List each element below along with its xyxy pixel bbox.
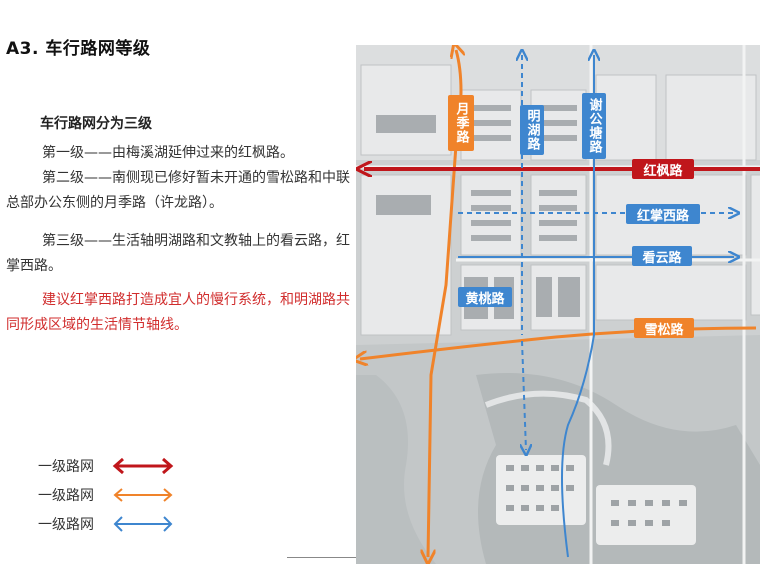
paragraph-level-2: 第二级——南侧现已修好暂未开通的雪松路和中联总部办公东侧的月季路（许龙路）。: [6, 170, 350, 211]
legend-label: 一级路网: [38, 517, 94, 533]
section-subheading: 车行路网分为三级: [40, 116, 152, 132]
legend-label: 一级路网: [38, 488, 94, 504]
road-label-huangtao: 黄桃路: [458, 287, 512, 307]
road-label-yueji: 月季路: [448, 95, 474, 151]
red-double-arrow-icon: [112, 457, 174, 475]
paragraph-level-1: 第一级——由梅溪湖延伸过来的红枫路。: [42, 145, 294, 161]
legend-item-blue: 一级路网: [38, 513, 176, 535]
orange-double-arrow-icon: [113, 488, 173, 502]
legend-label: 一级路网: [38, 459, 94, 475]
road-label-kanyun: 看云路: [632, 246, 692, 266]
legend-item-red: 一级路网: [38, 455, 176, 477]
divider-line: [287, 557, 359, 558]
blue-double-arrow-icon: [113, 516, 173, 532]
paragraph-suggestion: 建议红掌西路打造成宜人的慢行系统，和明湖路共同形成区域的生活情节轴线。: [6, 292, 350, 333]
legend-item-orange: 一级路网: [38, 484, 176, 506]
road-label-xiegong: 谢公塘路: [582, 93, 606, 159]
map-graphic: [356, 45, 760, 564]
road-network-map: 月季路 明湖路 谢公塘路 红枫路 红掌西路 看云路 黄桃路 雪松路: [356, 45, 760, 564]
road-label-xuesong: 雪松路: [634, 318, 694, 338]
paragraph-level-3: 第三级——生活轴明湖路和文教轴上的看云路，红掌西路。: [6, 233, 350, 274]
page-title: A3. 车行路网等级: [6, 39, 151, 59]
road-label-hongzhangxi: 红掌西路: [626, 204, 700, 224]
road-label-hongfeng: 红枫路: [632, 159, 694, 179]
road-label-minghu: 明湖路: [520, 105, 544, 155]
